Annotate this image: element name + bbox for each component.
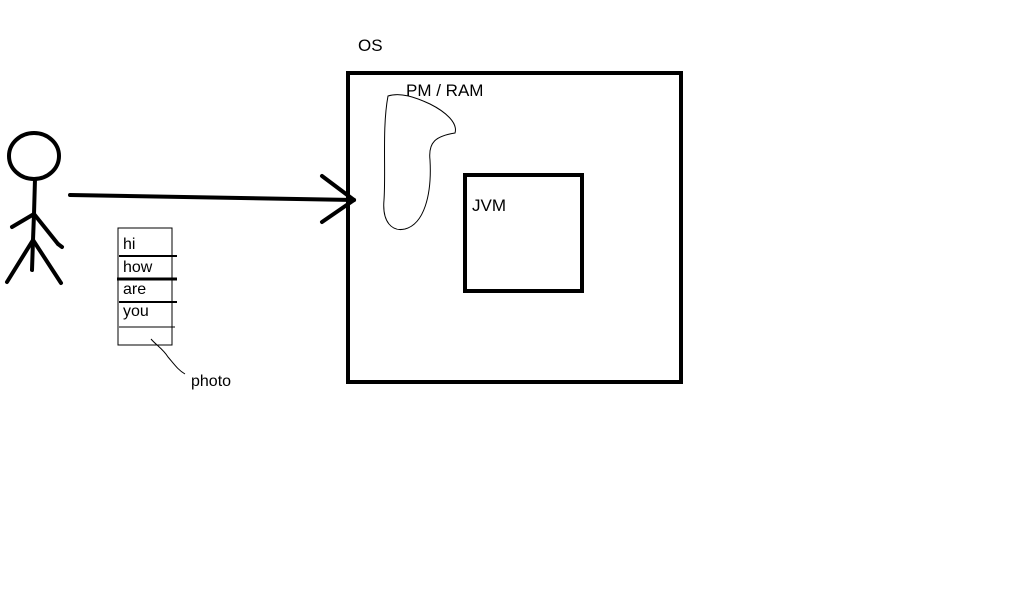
memory-blob — [383, 94, 456, 231]
os-label: OS — [358, 36, 383, 55]
memory-label: PM / RAM — [406, 81, 484, 100]
note-line: you — [123, 303, 149, 320]
note-line: how — [123, 259, 153, 276]
jvm-label: JVM — [472, 196, 506, 215]
note-line: are — [123, 281, 147, 298]
os-box — [346, 71, 683, 384]
note-line: hi — [123, 236, 136, 253]
arrow-right-icon — [68, 174, 356, 224]
photo-callout-line — [150, 338, 186, 375]
jvm-box — [463, 173, 584, 293]
photo-label: photo — [191, 373, 232, 390]
stick-figure-icon — [5, 131, 64, 285]
note-card — [117, 227, 177, 346]
